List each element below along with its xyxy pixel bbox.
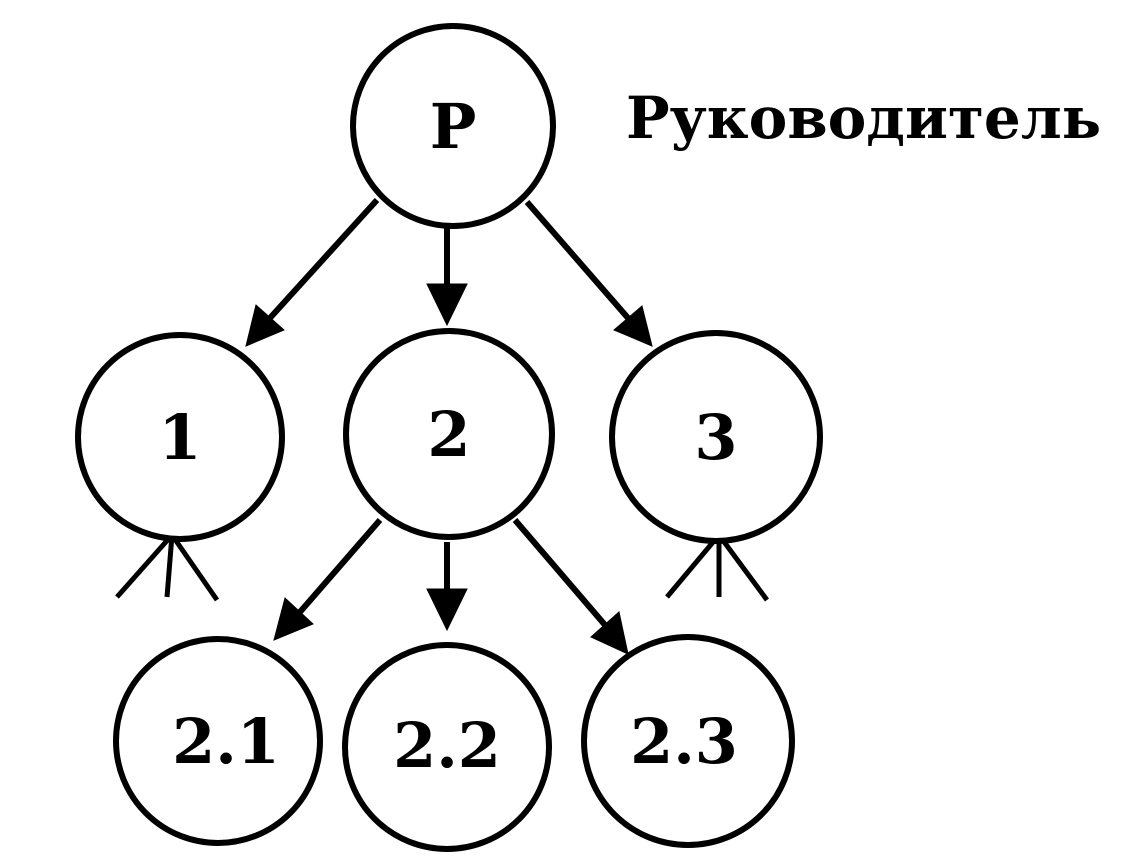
node-2.1-label: 2.1 (172, 705, 280, 778)
arrow-head-2.2 (426, 588, 468, 632)
node-2.2: 2.2 (342, 642, 552, 852)
caption-manager: Руководитель (626, 84, 1101, 152)
node-1: 1 (75, 332, 285, 542)
arrow-head-2.3 (590, 611, 629, 655)
edge-root-to-3 (524, 200, 631, 320)
node-3-label: 3 (694, 401, 737, 474)
edge-root-to-1 (267, 197, 380, 321)
arrow-head-3 (613, 305, 653, 347)
arrow-head-2.1 (273, 597, 314, 641)
fan-stub-node-1 (115, 533, 220, 602)
edges (245, 197, 653, 655)
edge-2-to-2.3 (512, 518, 608, 627)
node-2.2-label: 2.2 (393, 709, 501, 782)
edge-2-to-2.1 (297, 518, 383, 614)
node-2.1: 2.1 (113, 636, 323, 846)
node-2.3-label: 2.3 (630, 705, 738, 778)
arrow-head-2 (426, 283, 468, 327)
node-root-label: Р (430, 90, 477, 163)
node-2: 2 (343, 328, 555, 540)
node-1-label: 1 (158, 401, 201, 474)
arrow-head-1 (245, 304, 285, 347)
node-3: 3 (609, 330, 823, 544)
fan-stub-node-3 (665, 533, 770, 602)
node-2.3: 2.3 (581, 634, 795, 848)
node-2-label: 2 (427, 398, 470, 471)
node-root: Р (350, 23, 556, 229)
